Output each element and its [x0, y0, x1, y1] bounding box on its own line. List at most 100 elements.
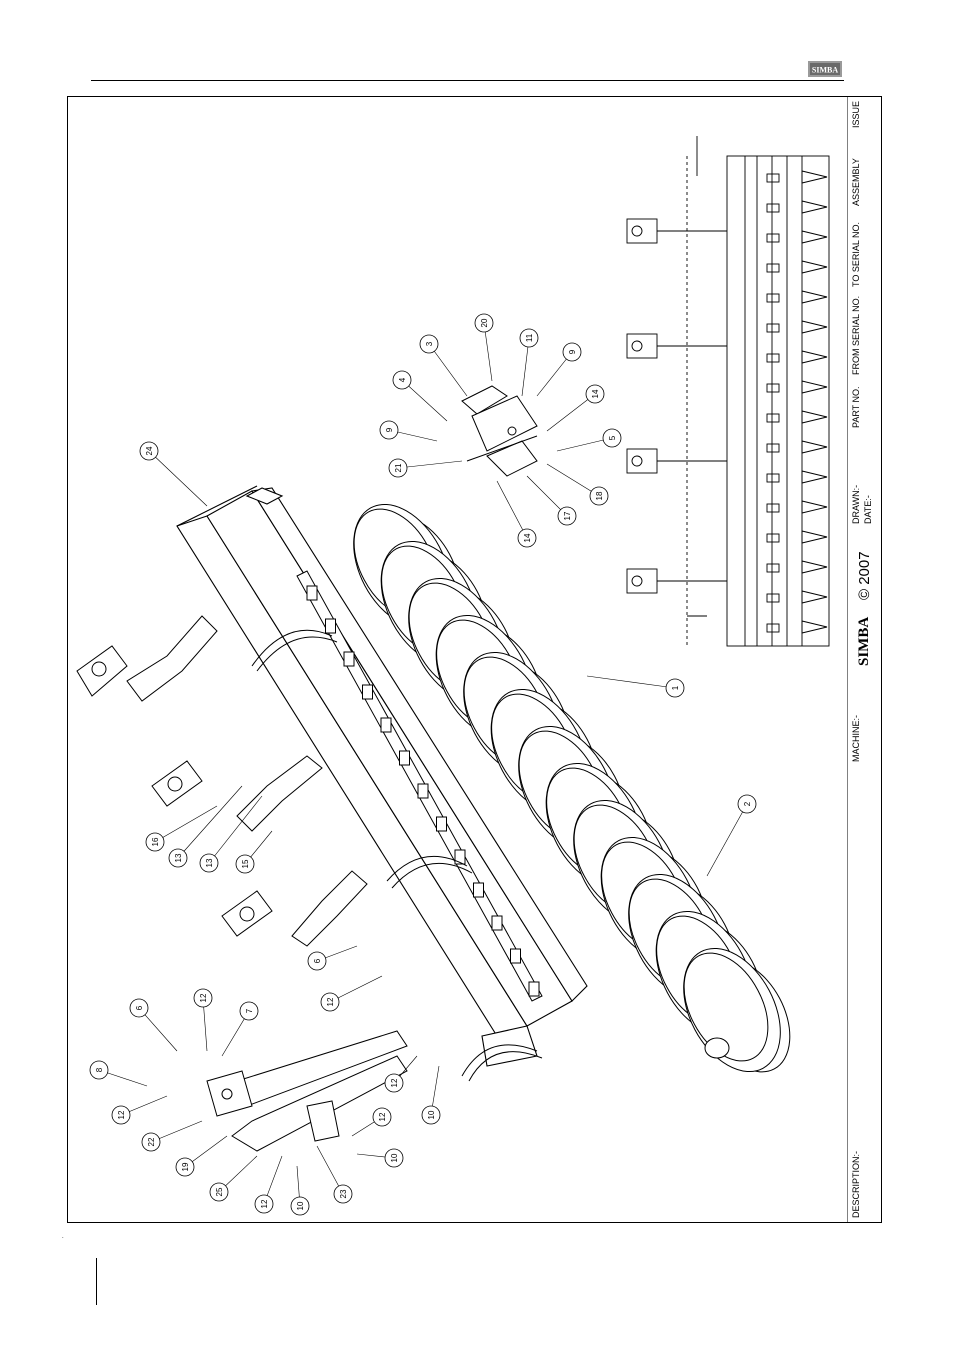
callout-c11: 11	[520, 329, 538, 347]
callout-number: 21	[394, 463, 403, 472]
callout-number: 16	[151, 837, 160, 846]
callout-c18: 18	[590, 487, 608, 505]
callout-number: 14	[523, 533, 532, 542]
plan-tooth	[802, 171, 827, 183]
callout-c9a: 9	[563, 343, 581, 361]
callout-c9b: 9	[380, 421, 398, 439]
plan-mount	[767, 204, 779, 212]
scraper-tab	[418, 784, 428, 798]
plan-mount	[767, 564, 779, 572]
callout-number: 4	[398, 377, 407, 382]
callout-leader	[429, 344, 467, 396]
plan-tooth	[802, 471, 827, 483]
callout-c21: 21	[389, 459, 407, 477]
side-arm-assembly	[207, 1031, 407, 1151]
callout-number: 6	[135, 1005, 144, 1010]
callout-number: 9	[385, 427, 394, 432]
plan-tooth	[802, 501, 827, 513]
plan-tooth	[802, 231, 827, 243]
plan-mount	[767, 174, 779, 182]
callout-number: 22	[147, 1137, 156, 1146]
callout-leader	[155, 806, 217, 842]
callout-number: 13	[174, 853, 183, 862]
plan-hitch-pin	[632, 576, 642, 586]
scraper-tab	[326, 619, 336, 633]
callout-c12d: 12	[112, 1106, 130, 1124]
plan-mount	[767, 624, 779, 632]
plan-mount	[767, 234, 779, 242]
plan-mount	[767, 294, 779, 302]
plan-tooth	[802, 321, 827, 333]
plan-mount	[767, 474, 779, 482]
plan-tooth	[802, 531, 827, 543]
callout-leader	[149, 451, 207, 506]
callout-c6a: 6	[308, 952, 326, 970]
plan-mount	[767, 534, 779, 542]
plan-tooth	[802, 291, 827, 303]
callout-c13b: 13	[200, 854, 218, 872]
plan-mount	[767, 354, 779, 362]
callout-number: 2	[743, 801, 752, 806]
plan-mount	[767, 594, 779, 602]
callout-number: 10	[390, 1153, 399, 1162]
tb-date: DATE:-	[863, 495, 873, 524]
tb-description: DESCRIPTION:-	[851, 1151, 861, 1218]
callout-c12b: 12	[194, 989, 212, 1007]
callout-c8: 8	[90, 1061, 108, 1079]
plan-hitch-pin	[632, 456, 642, 466]
callout-number: 24	[145, 446, 154, 455]
callout-c2: 2	[738, 795, 756, 813]
plan-tooth	[802, 591, 827, 603]
callout-number: 10	[296, 1201, 305, 1210]
plan-hitch-pin	[632, 341, 642, 351]
hitch-brackets	[77, 646, 272, 936]
callout-number: 12	[378, 1112, 387, 1121]
callout-number: 13	[205, 858, 214, 867]
plan-hitch-pin	[632, 226, 642, 236]
callout-number: 3	[425, 341, 434, 346]
callout-c25: 25	[210, 1183, 228, 1201]
logo-text: SIMBA	[812, 66, 838, 75]
callout-c16: 16	[146, 833, 164, 851]
plan-tooth	[802, 561, 827, 573]
callout-c6b: 6	[130, 999, 148, 1017]
page-mark: .	[62, 1234, 64, 1240]
callout-number: 23	[339, 1189, 348, 1198]
plan-mount	[767, 384, 779, 392]
plan-mount	[767, 324, 779, 332]
callout-number: 19	[181, 1162, 190, 1171]
scraper-tab	[437, 817, 447, 831]
tb-issue: ISSUE	[851, 101, 861, 128]
callout-c12f: 12	[255, 1195, 273, 1213]
callout-c14a: 14	[586, 385, 604, 403]
tb-to-serial: TO SERIAL NO.	[851, 222, 861, 287]
callout-c5: 5	[603, 429, 621, 447]
plan-mount	[767, 414, 779, 422]
plan-mount	[767, 264, 779, 272]
plan-mount	[767, 444, 779, 452]
scraper-tab	[381, 718, 391, 732]
callout-number: 11	[525, 333, 534, 342]
tb-machine: MACHINE:-	[851, 715, 861, 762]
scraper-tab	[511, 949, 521, 963]
callout-c10a: 10	[422, 1106, 440, 1124]
callout-c12c: 12	[385, 1074, 403, 1092]
tb-part-no: PART NO.	[851, 386, 861, 428]
callout-number: 5	[608, 435, 617, 440]
callout-number: 10	[427, 1110, 436, 1119]
callout-number: 7	[245, 1008, 254, 1013]
callout-c13a: 13	[169, 849, 187, 867]
callout-leader	[398, 461, 462, 468]
tb-copyright: © 2007	[856, 551, 873, 600]
callout-c15: 15	[236, 855, 254, 873]
callout-number: 12	[117, 1110, 126, 1119]
callout-c4: 4	[393, 371, 411, 389]
callout-c10c: 10	[291, 1197, 309, 1215]
callout-c22: 22	[142, 1133, 160, 1151]
header-rule	[91, 80, 844, 81]
footer-rule	[96, 1258, 97, 1305]
callout-number: 12	[390, 1078, 399, 1087]
callout-number: 14	[591, 389, 600, 398]
callout-c12a: 12	[321, 993, 339, 1011]
callout-number: 12	[260, 1199, 269, 1208]
